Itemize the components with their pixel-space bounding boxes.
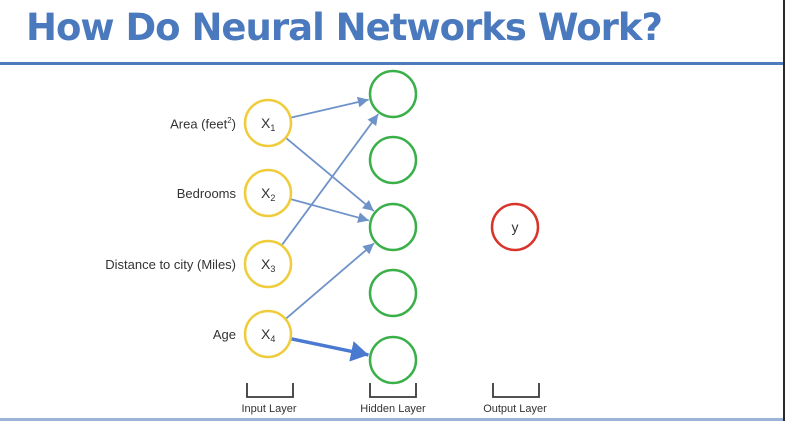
hidden-layer-label: Hidden Layer [360, 403, 426, 415]
feature-label-distance: Distance to city (Miles) [105, 257, 236, 272]
connection-x1-h3 [285, 137, 375, 212]
hidden-layer-bracket [369, 383, 417, 398]
output-layer-bracket [492, 383, 540, 398]
hidden-node-3 [368, 202, 418, 252]
hidden-node-1 [368, 69, 418, 119]
input-node-x4: X4 [243, 309, 293, 359]
feature-label-bedrooms: Bedrooms [176, 186, 236, 201]
window-edge [783, 0, 785, 421]
layer-brackets [246, 383, 540, 398]
connection-x1-h1 [290, 96, 369, 119]
connection-x2-h3 [289, 198, 370, 223]
feature-label-area: Area (feet2) [170, 116, 236, 132]
hidden-node-2 [368, 135, 418, 185]
input-node-x2: X2 [243, 168, 293, 218]
connections [280, 96, 379, 362]
input-layer-label: Input Layer [241, 403, 297, 415]
feature-label-age: Age [212, 327, 236, 342]
input-node-x1: X1 [243, 98, 293, 148]
bottom-divider [0, 418, 785, 421]
output-node-y: y [490, 202, 540, 252]
connection-x3-h1 [280, 113, 379, 247]
output-node-label: y [512, 219, 519, 235]
connection-x4-h5 [290, 336, 369, 362]
input-layer-bracket [246, 383, 294, 398]
hidden-layer-nodes [368, 69, 418, 385]
title-divider [0, 62, 785, 65]
input-node-x3: X3 [243, 239, 293, 289]
hidden-node-4 [368, 268, 418, 318]
output-layer-nodes: y [490, 202, 540, 252]
connection-x4-h3 [284, 242, 375, 320]
hidden-node-5 [368, 335, 418, 385]
output-layer-label: Output Layer [483, 403, 547, 415]
slide-title: How Do Neural Networks Work? [26, 6, 663, 49]
